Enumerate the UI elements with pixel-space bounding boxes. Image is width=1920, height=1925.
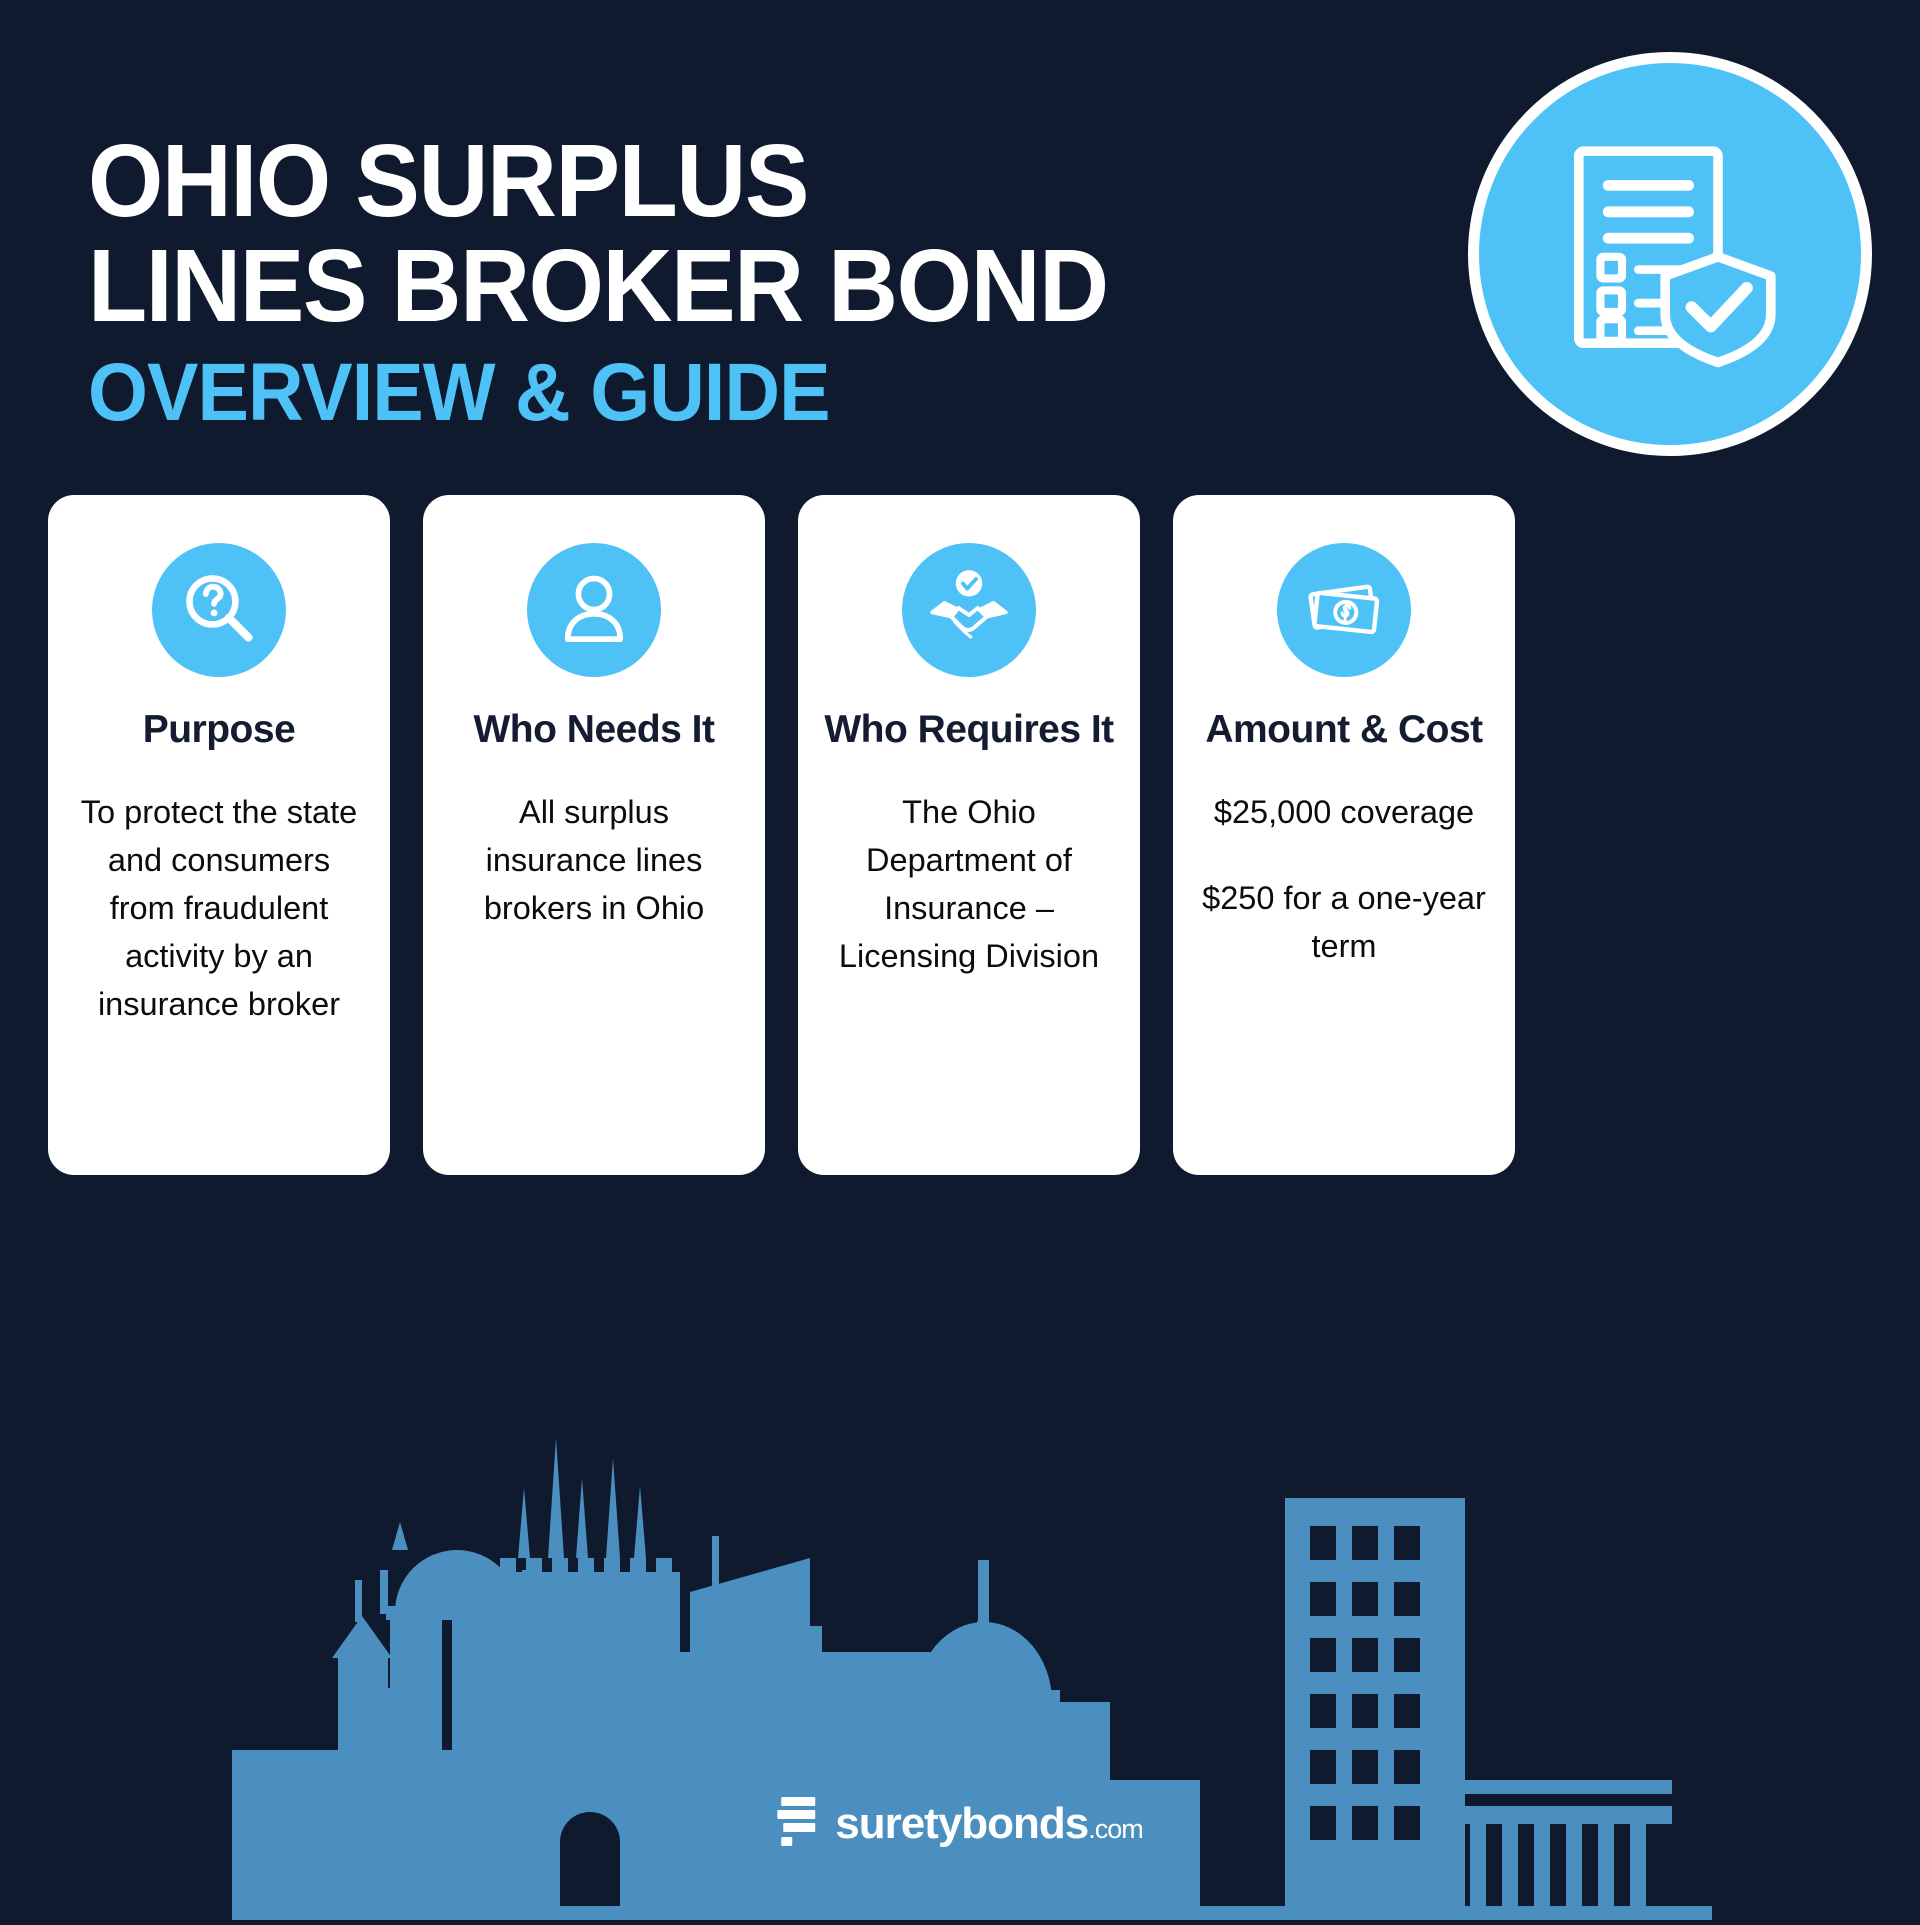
hero-badge [1468,52,1872,456]
magnifier-question-icon [178,567,260,654]
card-who-needs-it[interactable]: Who Needs It All surplus insurance lines… [423,495,765,1175]
card-icon-wrapper [1277,543,1411,677]
page-title-line-2: LINES BROKER BOND [88,228,1109,344]
page-title-line-1: OHIO SURPLUS [88,123,809,238]
card-who-requires-it[interactable]: Who Requires It The Ohio Department of I… [798,495,1140,1175]
person-icon [553,567,635,654]
header: OHIO SURPLUS LINES BROKER BOND OVERVIEW … [0,0,1920,520]
logo-wordmark: suretybonds.com [835,1798,1144,1849]
card-title: Purpose [142,708,296,751]
logo-name: suretybonds [835,1798,1089,1848]
page-subtitle: OVERVIEW & GUIDE [88,347,831,439]
document-shield-check-icon [1550,132,1790,377]
card-icon-wrapper [527,543,661,677]
card-body-text: To protect the state and consumers from … [80,793,358,1023]
logo-suffix: .com [1088,1813,1144,1844]
suretybonds-logo[interactable]: suretybonds.com [777,1795,1144,1852]
handshake-check-icon [925,564,1013,657]
card-title: Who Needs It [473,708,715,751]
card-icon-wrapper [902,543,1036,677]
card-title: Who Requires It [824,708,1114,751]
title-block: OHIO SURPLUS LINES BROKER BOND OVERVIEW … [88,128,1248,436]
card-purpose[interactable]: Purpose To protect the state and consume… [48,495,390,1175]
card-title: Amount & Cost [1205,708,1483,751]
card-body-text-premium: $250 for a one-year term [1202,879,1486,965]
card-icon-wrapper [152,543,286,677]
card-body-text: All surplus insurance lines brokers in O… [483,793,705,927]
card-amount-cost[interactable]: Amount & Cost $25,000 coverage $250 for … [1173,495,1515,1175]
card-grid: Purpose To protect the state and consume… [48,495,1872,1175]
card-body-text: The Ohio Department of Insurance – Licen… [838,793,1100,975]
suretybonds-s-icon [777,1795,819,1852]
money-bills-icon [1300,564,1388,657]
card-body-text-coverage: $25,000 coverage [1213,793,1475,830]
